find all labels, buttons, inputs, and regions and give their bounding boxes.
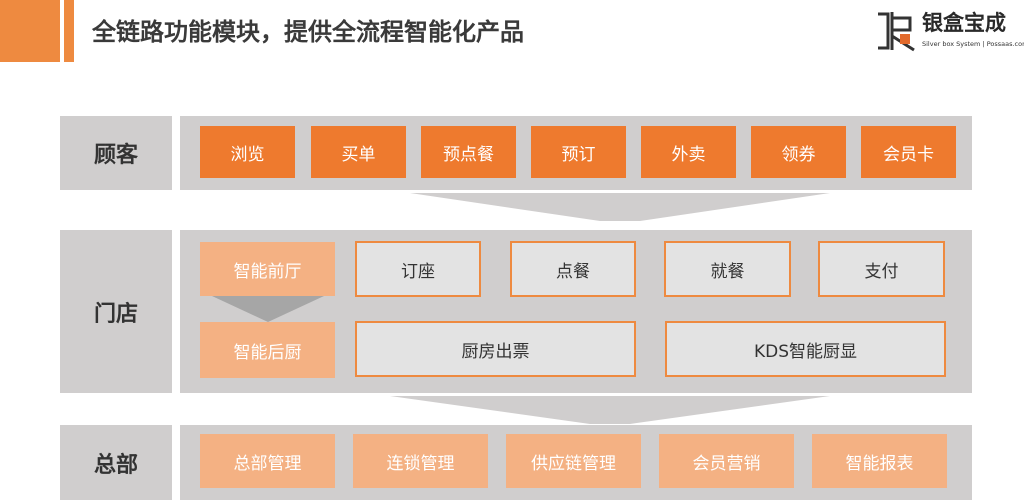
store-item-kds-display: KDS智能厨显	[665, 321, 946, 377]
hq-item-supply-chain: 供应链管理	[506, 434, 641, 488]
hq-item-chain-management: 连锁管理	[353, 434, 488, 488]
smart-back-kitchen: 智能后厨	[200, 322, 335, 378]
customer-item-coupon: 领券	[751, 126, 846, 178]
flow-arrow-store-to-hq	[390, 396, 830, 424]
customer-item-browse: 浏览	[200, 126, 295, 178]
front-to-back-arrow	[212, 296, 324, 322]
store-item-payment: 支付	[818, 241, 945, 297]
header-accent-bar	[0, 0, 60, 62]
row-label-customer: 顾客	[60, 116, 172, 190]
store-item-dining: 就餐	[664, 241, 791, 297]
logo-subtitle: Silver box System | Possaas.com	[922, 40, 1024, 48]
hq-item-smart-reports: 智能报表	[812, 434, 947, 488]
row-label-store: 门店	[60, 230, 172, 393]
store-item-ordering: 点餐	[510, 241, 636, 297]
store-item-seating: 订座	[355, 241, 481, 297]
customer-item-reserve: 预订	[531, 126, 626, 178]
smart-front-hall: 智能前厅	[200, 242, 335, 296]
silver-box-logo-icon	[878, 12, 915, 52]
flow-arrow-customer-to-store	[410, 193, 830, 221]
header-accent-stripe	[64, 0, 74, 62]
hq-item-hq-management: 总部管理	[200, 434, 335, 488]
store-item-kitchen-ticket: 厨房出票	[355, 321, 636, 377]
customer-item-preorder: 预点餐	[421, 126, 516, 178]
hq-item-member-marketing: 会员营销	[659, 434, 794, 488]
page-title: 全链路功能模块，提供全流程智能化产品	[92, 18, 524, 46]
customer-item-takeout: 外卖	[641, 126, 736, 178]
customer-item-checkout: 买单	[311, 126, 406, 178]
row-label-hq: 总部	[60, 425, 172, 500]
customer-item-member-card: 会员卡	[861, 126, 956, 178]
logo-name: 银盒宝成	[922, 11, 1006, 35]
